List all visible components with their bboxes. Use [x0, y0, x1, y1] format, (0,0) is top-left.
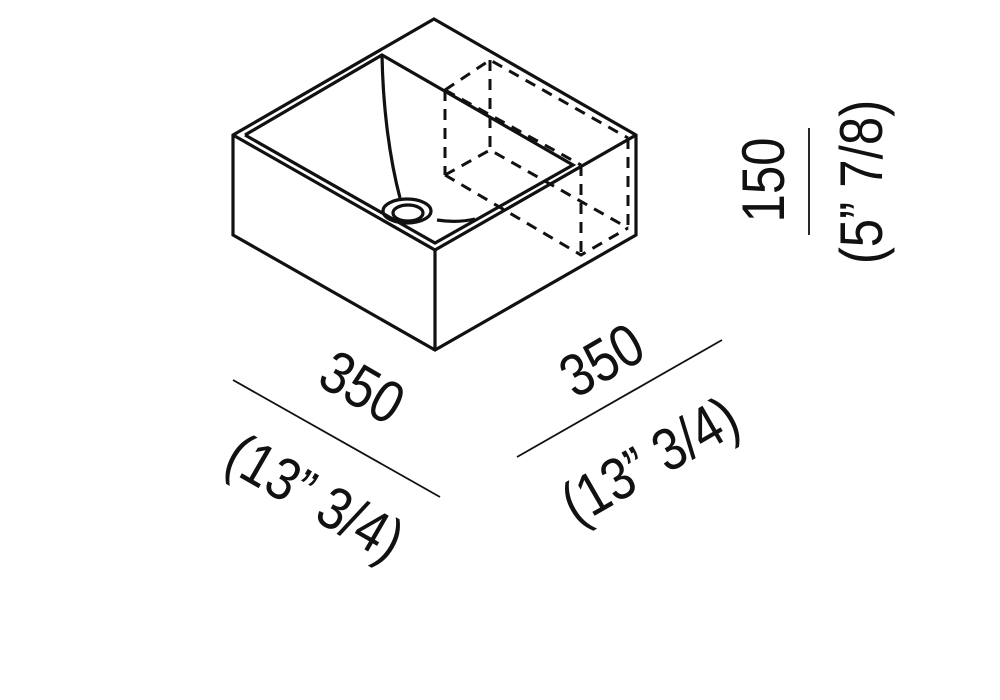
depth-dimension: 350 (13” 3/4): [516, 310, 750, 537]
depth-mm: 350: [548, 310, 655, 410]
basin-outline: [231, 17, 638, 352]
top-front-edges: [232, 133, 637, 252]
drain-inner: [391, 203, 425, 223]
depth-dimension-line: [516, 339, 723, 458]
width-dimension-line: [232, 379, 441, 498]
height-mm: 150: [730, 137, 797, 222]
drain-outer: [381, 197, 433, 225]
width-inch: (13” 3/4): [215, 420, 415, 574]
height-dimension: 150 (5” 7/8): [730, 100, 895, 264]
height-inch: (5” 7/8): [828, 100, 895, 264]
hidden-storage-box: [443, 58, 630, 257]
basin-curve: [380, 54, 402, 199]
basin-bottom-curve: [436, 217, 476, 223]
width-mm: 350: [309, 337, 416, 437]
width-dimension: 350 (13” 3/4): [215, 337, 441, 574]
inner-rim: [244, 53, 577, 245]
